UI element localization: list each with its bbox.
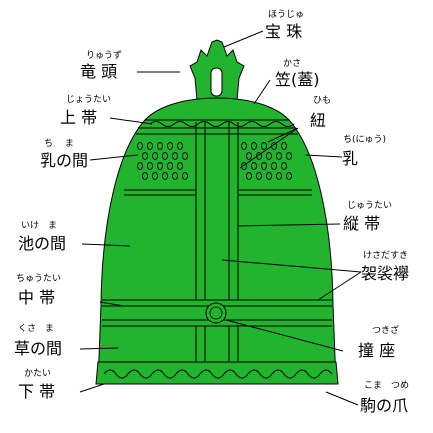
chi-dot xyxy=(172,172,178,180)
tsukiza-inner xyxy=(209,306,223,320)
katai-label: 下 帯 xyxy=(18,382,56,401)
body-shape xyxy=(97,119,337,385)
houju-label: 宝 珠 xyxy=(265,22,303,41)
jotai-ruby: じょうたい xyxy=(66,95,112,105)
leader-lines xyxy=(79,30,362,406)
chi-dot xyxy=(177,142,183,150)
chi-dots xyxy=(137,142,292,180)
ryuzu-ruby: りゅうず xyxy=(86,51,123,61)
chinoma-ruby: ち ま xyxy=(44,139,74,149)
chi-dot xyxy=(167,142,173,150)
chi-dot xyxy=(281,162,287,170)
jutai-label: 縦 帯 xyxy=(343,214,381,233)
chi-dot xyxy=(271,162,277,170)
himo-ruby: ひも xyxy=(313,96,332,106)
chi-dot xyxy=(137,162,143,170)
ikenoma-label: 池の間 xyxy=(18,234,67,253)
chi-dot xyxy=(251,142,257,150)
chi-dot xyxy=(182,152,188,160)
ikenoma-ruby: いけ ま xyxy=(21,221,58,231)
chi-dot xyxy=(142,172,148,180)
kasa-label: 笠(蓋) xyxy=(275,70,320,89)
himo-label: 紐 xyxy=(310,111,327,130)
chutai-label: 中 帯 xyxy=(18,288,56,307)
chi-dot xyxy=(162,152,168,160)
chi-dot xyxy=(152,152,158,160)
chi-dot xyxy=(256,152,262,160)
chi-dot xyxy=(256,172,262,180)
chi-dot xyxy=(266,152,272,160)
kasa-ruby: かさ xyxy=(283,59,302,69)
chi-dot xyxy=(241,142,247,150)
chi-dot xyxy=(177,162,183,170)
chi-dot xyxy=(276,172,282,180)
chi-dot xyxy=(142,152,148,160)
ryuzu-hole xyxy=(210,67,223,97)
kesadasuki-label: 袈裟襷 xyxy=(361,264,410,283)
houju-ruby: ほうじゅ xyxy=(268,10,305,20)
chi-dot xyxy=(147,142,153,150)
chi-dot xyxy=(261,162,267,170)
chutai-ruby: ちゅうたい xyxy=(16,274,62,284)
chi-dot xyxy=(261,142,267,150)
tsukiza-label: 撞 座 xyxy=(358,341,396,360)
chi-dot xyxy=(167,162,173,170)
ryuzu-label: 竜 頭 xyxy=(80,62,118,81)
lip-shape xyxy=(95,361,339,385)
chi-label: 乳 xyxy=(342,149,359,168)
chi-dot xyxy=(157,162,163,170)
chi-dot xyxy=(157,142,163,150)
chi-dot xyxy=(162,172,168,180)
jutai-ruby: じゅうたい xyxy=(347,201,393,211)
chi-dot xyxy=(182,172,188,180)
chi-dot xyxy=(246,152,252,160)
chi-dot xyxy=(286,172,292,180)
chi-dot xyxy=(137,142,143,150)
chi-dot xyxy=(276,152,282,160)
bell-body xyxy=(95,39,339,385)
chi-ruby: ち(にゅう) xyxy=(343,135,387,145)
jotai-label: 上 帯 xyxy=(60,108,98,127)
chi-dot xyxy=(241,162,247,170)
chinoma-label: 乳の間 xyxy=(40,151,89,170)
chi-dot xyxy=(147,162,153,170)
chi-dot xyxy=(251,162,257,170)
komanotsume-ruby: こま つめ xyxy=(364,381,410,391)
kusanoma-label: 草の間 xyxy=(14,339,63,358)
komanotsume-label: 駒の爪 xyxy=(360,396,409,415)
chi-dot xyxy=(172,152,178,160)
tsukiza-ruby: つきざ xyxy=(372,326,400,336)
kesadasuki-ruby: けさだすき xyxy=(363,251,409,261)
chi-dot xyxy=(152,172,158,180)
chi-dot xyxy=(281,142,287,150)
kusanoma-ruby: くさ ま xyxy=(18,324,55,334)
chi-dot xyxy=(286,152,292,160)
kasa-shape xyxy=(143,97,291,121)
chi-dot xyxy=(246,172,252,180)
katai-ruby: かたい xyxy=(24,369,52,379)
chi-dot xyxy=(266,172,272,180)
tsukiza-shape xyxy=(205,302,227,324)
